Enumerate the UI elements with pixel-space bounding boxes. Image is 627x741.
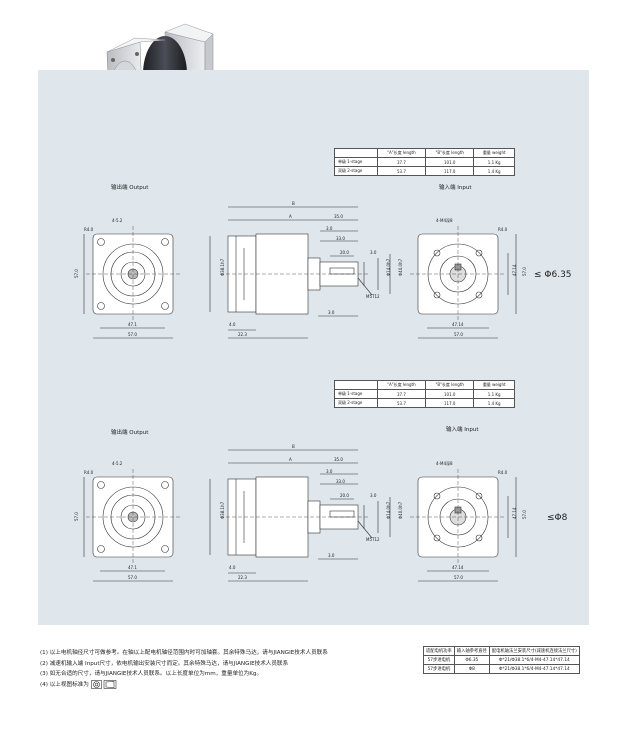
motor-cell: Φ8 [453, 664, 490, 674]
dim-label: 20.0 [340, 250, 349, 255]
spec-cell: 1.4 Kg [473, 166, 515, 176]
dim-label: 4.0 [229, 322, 236, 327]
input-label: 输入端 Input [446, 427, 479, 433]
spec-cell: 117.0 [425, 398, 475, 408]
dim-label: Φ38.1h7 [220, 258, 225, 276]
dim-label: R4.0 [84, 227, 94, 232]
dim-label: 20.0 [340, 493, 349, 498]
dim-label: B [292, 444, 295, 449]
dim-label: 3.0 [328, 553, 335, 558]
note-line: (3) 如无合适的尺寸，请与JIANGIE技术人员联系。以上长度单位为mm，重量… [40, 671, 263, 677]
dim-label: 57.0 [522, 267, 527, 276]
output-label: 输出端 Output [111, 185, 149, 191]
dim-label: Φ14.0h7 [386, 501, 391, 519]
dim-label: R4.0 [498, 227, 508, 232]
notes: (1) 以上电机轴径尺寸可做参考。在轴以上配电机轴径范围内时可加轴套。其余特殊马… [40, 648, 328, 690]
spec-cell: 117.0 [425, 166, 475, 176]
dim-label: 57.0 [128, 332, 137, 337]
dim-label: 33.0 [336, 479, 345, 484]
dim-label: 35.0 [334, 457, 343, 462]
dim-label: 4.0 [229, 565, 236, 570]
motor-cell: 57步进电机 [423, 664, 455, 674]
dim-label: 33.0 [336, 236, 345, 241]
dim-label: 3.0 [326, 469, 333, 474]
note-line: (1) 以上电机轴径尺寸可做参考。在轴以上配电机轴径范围内时可加轴套。其余特殊马… [40, 650, 328, 656]
dim-label: B [292, 201, 295, 206]
spec-cell: 1.4 Kg [473, 398, 515, 408]
dim-label: 3.0 [326, 226, 333, 231]
dim-label: 3.0 [370, 493, 377, 498]
motor-cell: Φ*21/Φ38.1*6/4-M4-47.14*47.14 [488, 655, 580, 665]
motor-compat-table: 适配电机功率 输入轴参考直径 配电机轴法兰安装尺寸(减速机连接法兰尺寸) 57步… [423, 646, 580, 674]
motor-cell: Φ6.35 [453, 655, 490, 665]
motor-cell: Φ*21/Φ38.1*6/4-M4-47.14*47.14 [488, 664, 580, 674]
dim-label: 57.0 [128, 575, 137, 580]
spec-table-2: "A"长度 length "B"长度 length 重量 weight 单级 1… [334, 380, 515, 408]
dim-label: Φ40.0h7 [398, 258, 403, 276]
dim-label: Φ40.0h7 [398, 501, 403, 519]
dim-label: M5T12 [366, 294, 380, 299]
dim-label: 47.1 [128, 565, 137, 570]
dim-label: 57.0 [74, 269, 79, 278]
dim-label: 4-M4深8 [436, 460, 453, 466]
dim-label: 57.0 [74, 512, 79, 521]
dim-label: Φ38.1h7 [220, 501, 225, 519]
dim-label: 22.3 [238, 332, 247, 337]
motor-table-header: 输入轴参考直径 [453, 646, 490, 656]
note-line: (4) 以上视图标准为 [40, 679, 328, 691]
dim-label: A [289, 214, 292, 219]
spec-table-1: "A"长度 length "B"长度 length 重量 weight 单级 1… [334, 148, 515, 176]
dim-label: 47.1 [128, 322, 137, 327]
dim-label: M5T12 [366, 537, 380, 542]
dim-label: R4.0 [84, 470, 94, 475]
dim-label: 47.14 [512, 264, 517, 276]
input-label: 输入端 Input [439, 185, 472, 191]
dim-label: 47.14 [452, 565, 464, 570]
dim-label: 57.0 [454, 332, 463, 337]
output-label: 输出端 Output [111, 430, 149, 436]
motor-table-header: 配电机轴法兰安装尺寸(减速机连接法兰尺寸) [488, 646, 580, 656]
dim-label: 22.3 [238, 575, 247, 580]
note-line: (2) 减速机输入端 Input尺寸，依电机输出安装尺寸而定。其余特殊马达，请与… [40, 660, 289, 667]
dim-label: 57.0 [522, 510, 527, 519]
projection-symbol-icon [90, 679, 116, 689]
dim-label: 4-5.2 [112, 461, 123, 466]
shaft-diameter-label: ≤ Φ6.35 [534, 270, 572, 280]
dim-label: 47.14 [512, 507, 517, 519]
dim-label: 35.0 [334, 214, 343, 219]
note-text: (4) 以上视图标准为 [40, 681, 89, 688]
dim-label: 47.14 [452, 322, 464, 327]
dim-label: 4-5.2 [112, 218, 123, 223]
dim-label: 3.0 [370, 250, 377, 255]
shaft-diameter-label: ≤Φ8 [547, 513, 568, 523]
motor-table-header: 适配电机功率 [423, 646, 455, 656]
motor-cell: 57步进电机 [423, 655, 455, 665]
dim-label: R4.0 [498, 470, 508, 475]
dim-label: Φ14.0h7 [386, 258, 391, 276]
dim-label: A [289, 457, 292, 462]
dim-label: 4-M4深8 [436, 217, 453, 223]
dim-label: 3.0 [328, 310, 335, 315]
dim-label: 57.0 [454, 575, 463, 580]
